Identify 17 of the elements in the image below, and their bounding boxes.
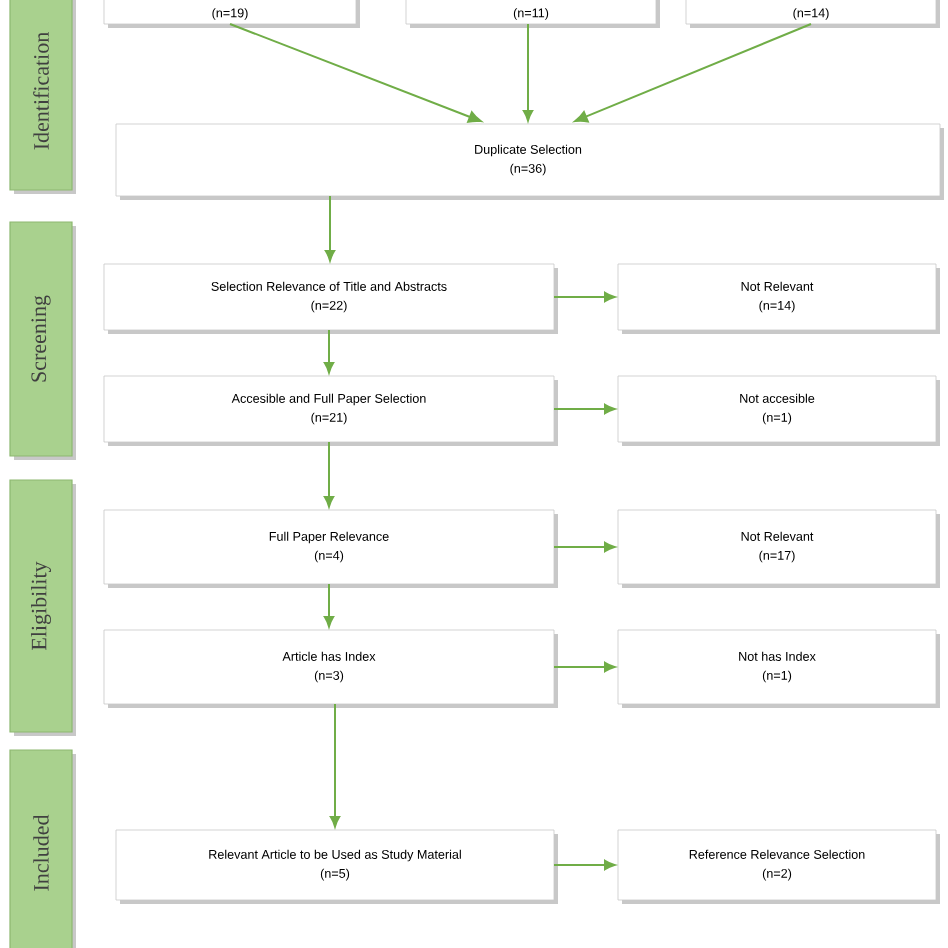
arrow [323,583,335,628]
arrow [553,403,616,415]
arrow [323,441,335,508]
arrow [553,291,616,303]
arrow [553,661,616,673]
arrow [553,541,616,553]
arrow [324,195,336,262]
phase-band: Included [9,749,76,948]
arrow [574,23,812,123]
arrow [522,23,534,122]
arrow [329,703,341,828]
arrow [553,859,616,871]
phase-band: Identification [9,0,76,194]
phase-band: Eligibility [9,479,76,736]
arrow [323,329,335,374]
phase-band: Screening [9,221,76,460]
arrow [229,23,482,123]
